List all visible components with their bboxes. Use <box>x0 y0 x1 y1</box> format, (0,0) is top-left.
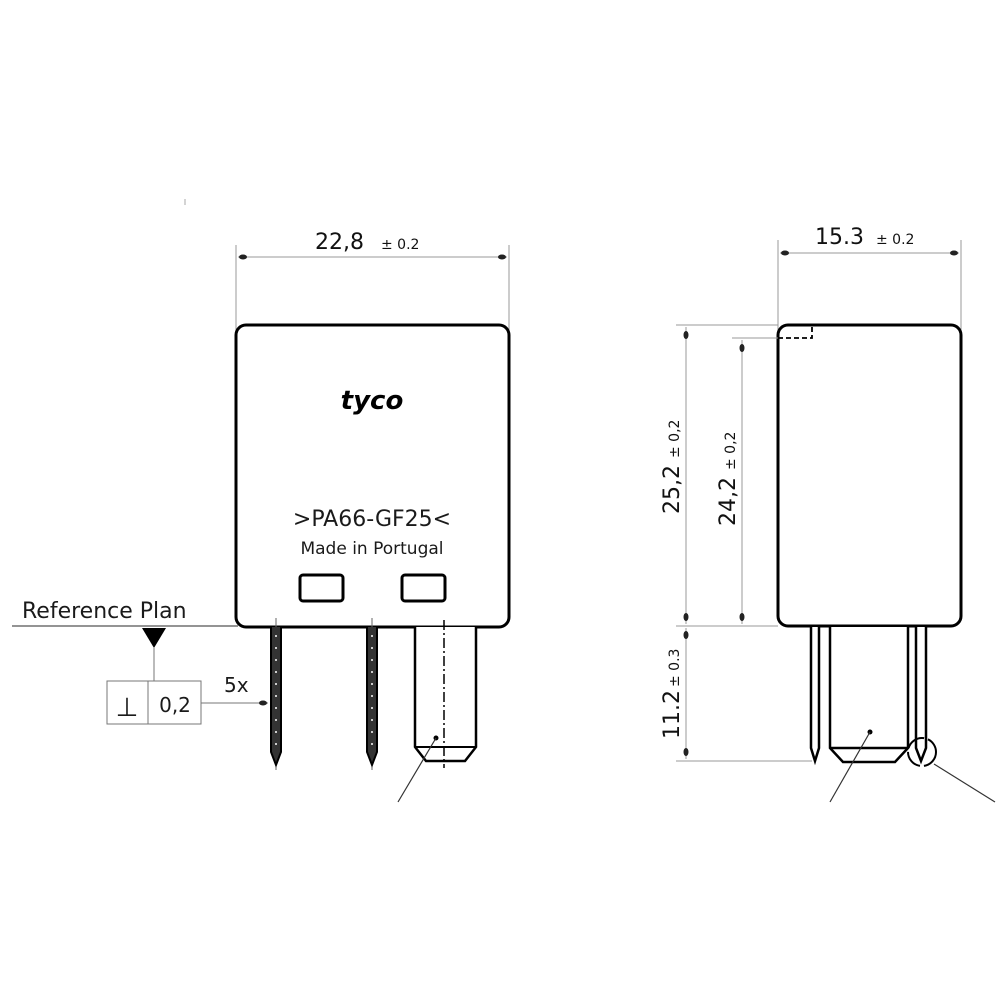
tolerance-symbol-box <box>106 680 149 725</box>
arrow-icon <box>781 250 789 256</box>
relay-body-side <box>776 323 963 628</box>
height-total-value: 25,2 <box>660 465 685 514</box>
width-dimension-value: 22,8 <box>315 230 364 255</box>
pin-count-label: 5x <box>224 673 249 697</box>
leader-line <box>397 737 437 803</box>
front-view <box>234 245 511 803</box>
material-marking: >PA66-GF25< <box>293 507 451 532</box>
detail-circle <box>907 737 937 767</box>
reference-plane <box>12 625 268 725</box>
pin-blade-side <box>828 627 910 764</box>
leader-line <box>933 763 996 803</box>
pin-length-value: 11.2 <box>660 690 685 739</box>
side-width-dimension-tolerance: ± 0.2 <box>876 232 914 248</box>
width-dimension-tolerance: ± 0.2 <box>381 237 419 253</box>
slot <box>400 573 447 603</box>
leader-line <box>829 731 871 803</box>
pin-length-tolerance: ± 0.3 <box>667 649 683 687</box>
origin-marking: Made in Portugal <box>300 539 443 559</box>
tolerance-value-box <box>147 680 202 725</box>
pin-blade <box>413 627 478 763</box>
arrow-icon <box>259 700 267 706</box>
pin-thin-side <box>809 627 821 766</box>
perpendicularity-icon: ⊥ <box>116 693 139 723</box>
arrow-icon <box>498 254 506 260</box>
datum-triangle-icon <box>142 628 166 648</box>
reference-plan-label: Reference Plan <box>22 599 187 624</box>
side-view <box>676 240 996 803</box>
arrow-icon <box>239 254 247 260</box>
height-body-value: 24,2 <box>716 477 741 526</box>
height-body-tolerance: ± 0,2 <box>723 432 739 470</box>
pin-thin-side <box>914 627 928 765</box>
slot <box>298 573 345 603</box>
side-width-dimension-value: 15.3 <box>815 225 864 250</box>
tyco-logo: tyco <box>341 386 404 416</box>
relay-body-front <box>234 323 511 629</box>
tolerance-value: 0,2 <box>159 693 191 717</box>
height-total-tolerance: ± 0,2 <box>667 420 683 458</box>
arrow-icon <box>950 250 958 256</box>
